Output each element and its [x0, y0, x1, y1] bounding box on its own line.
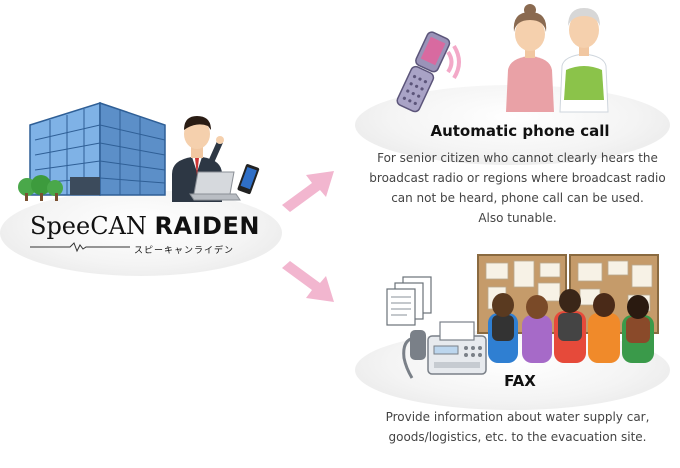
- phone-desc-line: can not be heard, phone call can be used…: [391, 191, 644, 205]
- phone-desc-line: Also tunable.: [478, 211, 557, 225]
- fax-description: Provide information about water supply c…: [360, 407, 675, 447]
- evacuees-icon: [488, 289, 654, 363]
- smartphone-icon: [237, 164, 260, 195]
- platform-left: [0, 190, 282, 276]
- brand-logo: SpeeCAN RAIDEN スピーキャンライデン: [30, 212, 260, 256]
- office-building-icon: [18, 101, 166, 201]
- laptop-icon: [189, 171, 241, 201]
- phone-call-title: Automatic phone call: [430, 122, 610, 140]
- brand-name-part2: RAIDEN: [154, 212, 260, 240]
- brand-name: SpeeCAN RAIDEN: [30, 212, 260, 240]
- phone-desc-line: For senior citizen who cannot clearly he…: [377, 151, 658, 165]
- flip-phone-icon: [396, 31, 461, 113]
- fax-desc-line: goods/logistics, etc. to the evacuation …: [388, 430, 647, 444]
- fax-title: FAX: [504, 372, 536, 390]
- brand-kana: スピーキャンライデン: [134, 246, 235, 256]
- waveform-icon: [30, 242, 130, 253]
- elderly-couple-icon: [506, 4, 609, 113]
- phone-desc-line: broadcast radio or regions where broadca…: [369, 171, 666, 185]
- arrow-icon: [282, 261, 334, 302]
- arrow-icon: [282, 171, 334, 212]
- phone-call-description: For senior citizen who cannot clearly he…: [360, 148, 675, 228]
- documents-icon: [386, 276, 432, 326]
- fax-machine-icon: [402, 321, 487, 379]
- fax-desc-line: Provide information about water supply c…: [385, 410, 650, 424]
- brand-name-part1: SpeeCAN: [30, 212, 147, 240]
